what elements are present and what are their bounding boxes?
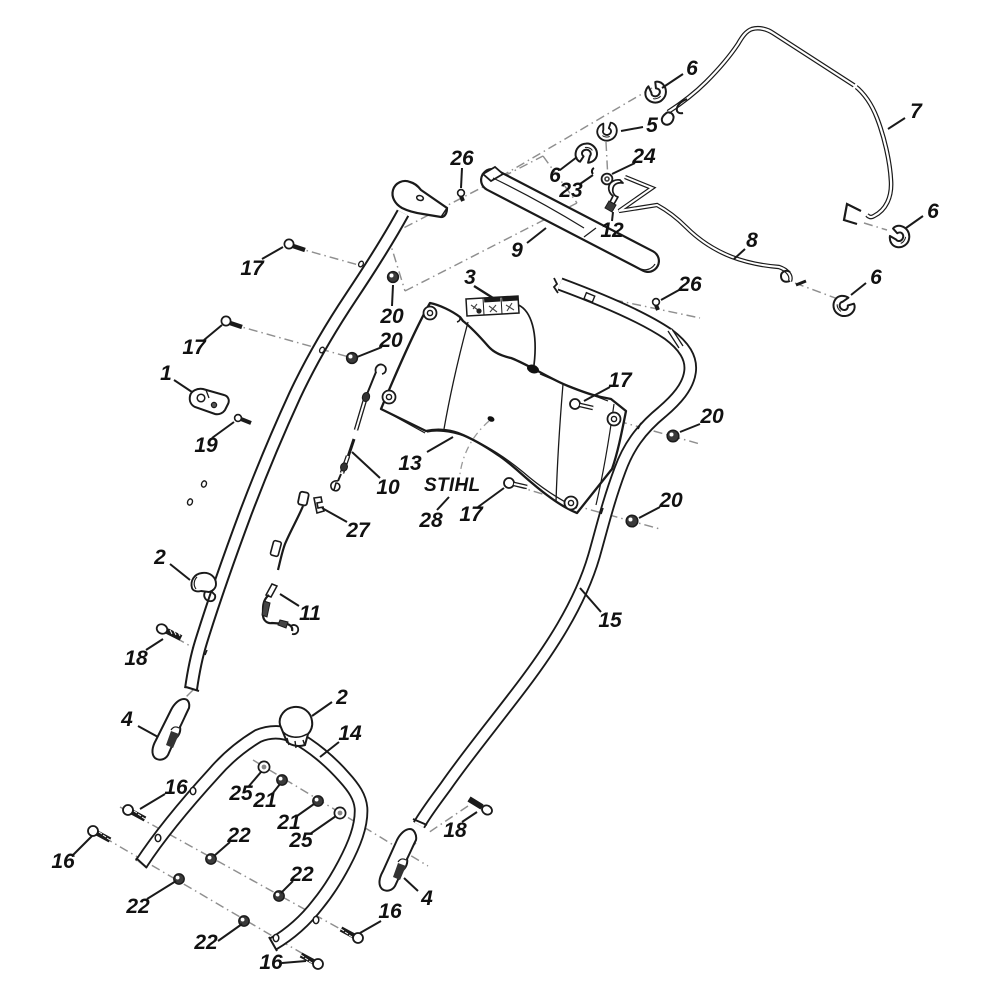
- svg-text:14: 14: [338, 722, 362, 745]
- svg-text:15: 15: [598, 609, 622, 632]
- svg-text:1: 1: [160, 362, 172, 385]
- svg-text:20: 20: [378, 329, 403, 352]
- svg-text:21: 21: [252, 789, 276, 812]
- svg-text:6: 6: [927, 200, 939, 223]
- svg-text:13: 13: [398, 452, 422, 475]
- svg-text:3: 3: [464, 266, 476, 289]
- svg-text:23: 23: [558, 179, 583, 202]
- svg-text:4: 4: [420, 887, 433, 910]
- svg-text:16: 16: [259, 951, 283, 974]
- svg-text:9: 9: [511, 239, 523, 262]
- svg-text:4: 4: [120, 708, 133, 731]
- svg-text:26: 26: [677, 273, 702, 296]
- svg-text:19: 19: [194, 434, 218, 457]
- svg-text:12: 12: [600, 219, 624, 242]
- svg-text:27: 27: [345, 519, 371, 542]
- svg-text:22: 22: [289, 863, 314, 886]
- svg-text:24: 24: [631, 145, 656, 168]
- svg-text:21: 21: [276, 811, 300, 834]
- svg-text:28: 28: [418, 509, 443, 532]
- svg-text:8: 8: [746, 229, 758, 252]
- svg-text:25: 25: [228, 782, 253, 805]
- svg-text:20: 20: [379, 305, 404, 328]
- svg-text:17: 17: [459, 503, 484, 526]
- svg-text:26: 26: [449, 147, 474, 170]
- svg-text:6: 6: [549, 164, 561, 187]
- svg-text:7: 7: [910, 100, 923, 123]
- svg-text:16: 16: [378, 900, 402, 923]
- svg-text:22: 22: [226, 824, 251, 847]
- svg-text:STIHL: STIHL: [424, 475, 480, 496]
- svg-text:17: 17: [182, 336, 207, 359]
- svg-text:6: 6: [870, 266, 882, 289]
- svg-text:16: 16: [164, 776, 188, 799]
- svg-text:22: 22: [193, 931, 218, 954]
- svg-text:2: 2: [153, 546, 166, 569]
- svg-text:16: 16: [51, 850, 75, 873]
- svg-text:20: 20: [699, 405, 724, 428]
- svg-text:11: 11: [299, 602, 321, 625]
- svg-text:20: 20: [658, 489, 683, 512]
- svg-text:22: 22: [125, 895, 150, 918]
- svg-text:17: 17: [608, 369, 633, 392]
- svg-text:18: 18: [124, 647, 148, 670]
- svg-text:25: 25: [288, 829, 313, 852]
- svg-text:5: 5: [646, 114, 658, 137]
- svg-text:6: 6: [686, 57, 698, 80]
- svg-text:10: 10: [376, 476, 400, 499]
- svg-text:18: 18: [443, 819, 467, 842]
- svg-text:2: 2: [335, 686, 348, 709]
- svg-text:17: 17: [240, 257, 265, 280]
